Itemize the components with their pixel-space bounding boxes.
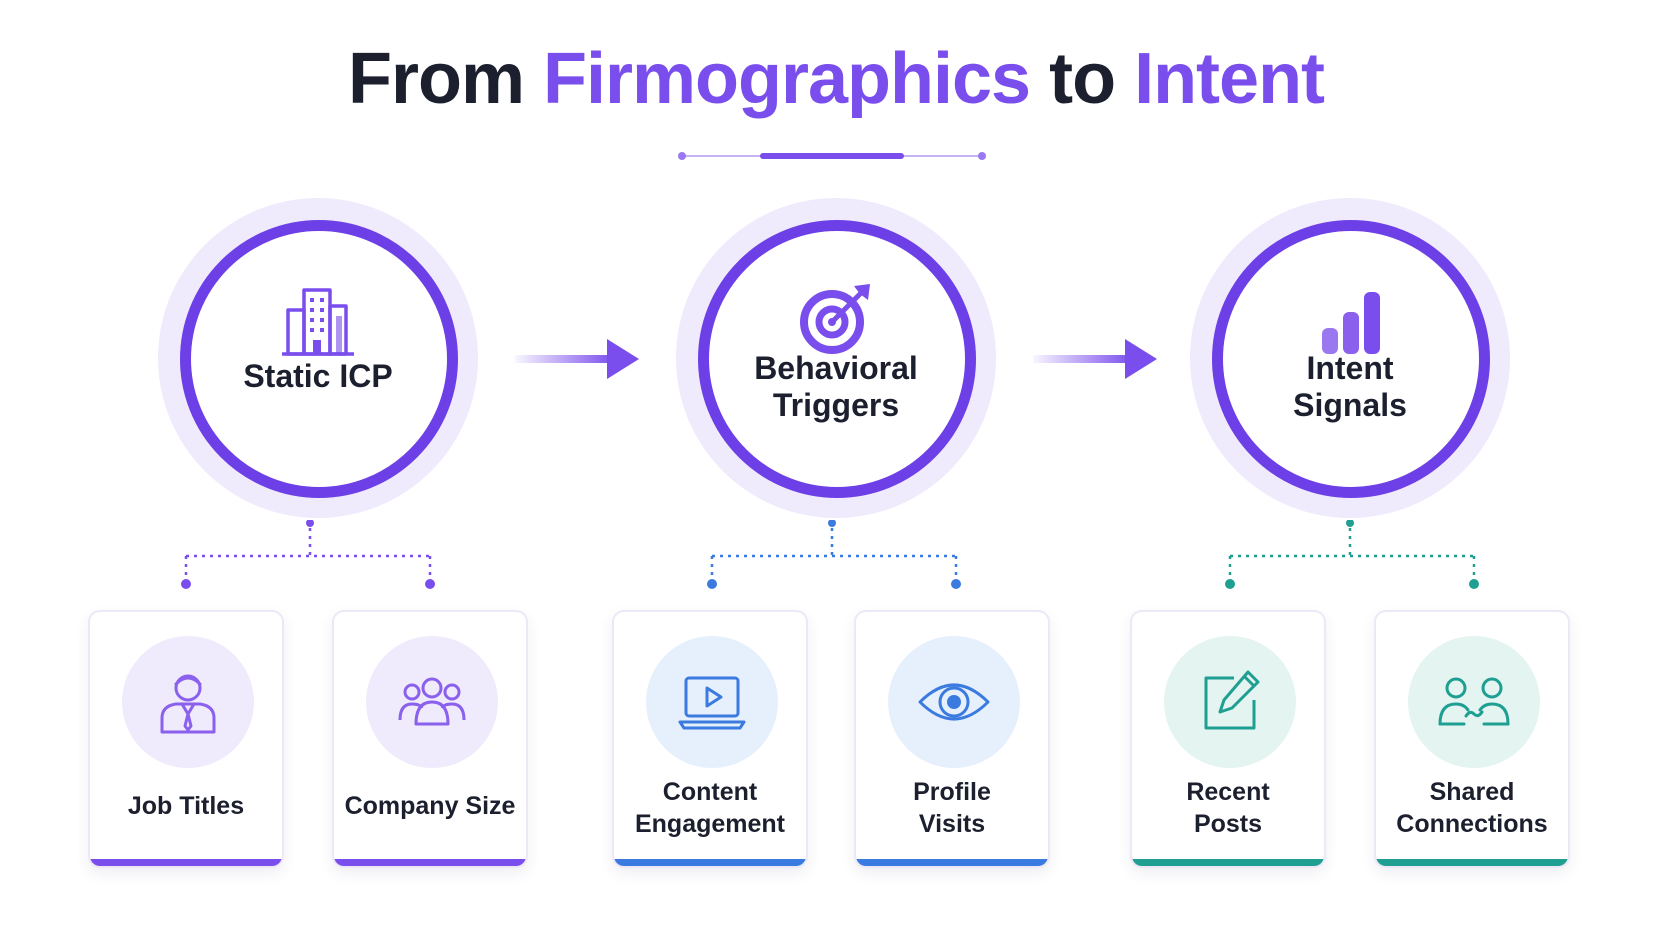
person-icon [160, 674, 216, 734]
stage-label: Intent Signals [1293, 350, 1407, 423]
title-part-3: to [1030, 39, 1135, 119]
card-label: Recent Posts [1186, 778, 1270, 838]
card-label: Company Size [344, 792, 516, 820]
bar-chart-icon [1322, 292, 1380, 354]
stage-label: Static ICP [243, 358, 393, 394]
page-title: From Firmographics to Intent [0, 38, 1672, 120]
stage-label: Behavioral Triggers [754, 350, 918, 423]
card-shared-connections: Shared Connections [1374, 610, 1570, 868]
card-profile-visits: Profile Visits [854, 610, 1050, 868]
title-highlight-intent: Intent [1134, 39, 1325, 119]
connections-icon [1438, 677, 1510, 726]
edit-icon [1204, 670, 1260, 730]
card-company-size: Company Size [332, 610, 528, 868]
card-label: Profile Visits [913, 778, 991, 838]
connector-intent-signals [1225, 520, 1479, 589]
card-label: Job Titles [127, 792, 245, 820]
title-highlight-firmographics: Firmographics [542, 39, 1031, 119]
card-recent-posts: Recent Posts [1130, 610, 1326, 868]
target-icon [800, 284, 870, 354]
stage-intent-signals: Intent Signals [1190, 198, 1510, 518]
card-content-engagement: Content Engagement [612, 610, 808, 868]
card-job-titles: Job Titles [88, 610, 284, 868]
connector-static-icp [181, 520, 435, 589]
eye-icon [918, 683, 990, 721]
building-icon [282, 288, 354, 356]
stage-static-icp: Static ICP [158, 198, 478, 518]
stage-behavioral-triggers: Behavioral Triggers [676, 198, 996, 518]
arrow-right-icon [515, 339, 639, 379]
title-part-1: From [347, 39, 543, 119]
arrow-right-icon [1033, 339, 1157, 379]
connector-behavioral-triggers [707, 520, 961, 589]
card-label: Content Engagement [634, 778, 786, 838]
card-label: Shared Connections [1396, 778, 1548, 838]
video-laptop-icon [678, 676, 746, 730]
group-icon [398, 677, 466, 726]
title-divider [678, 150, 986, 162]
